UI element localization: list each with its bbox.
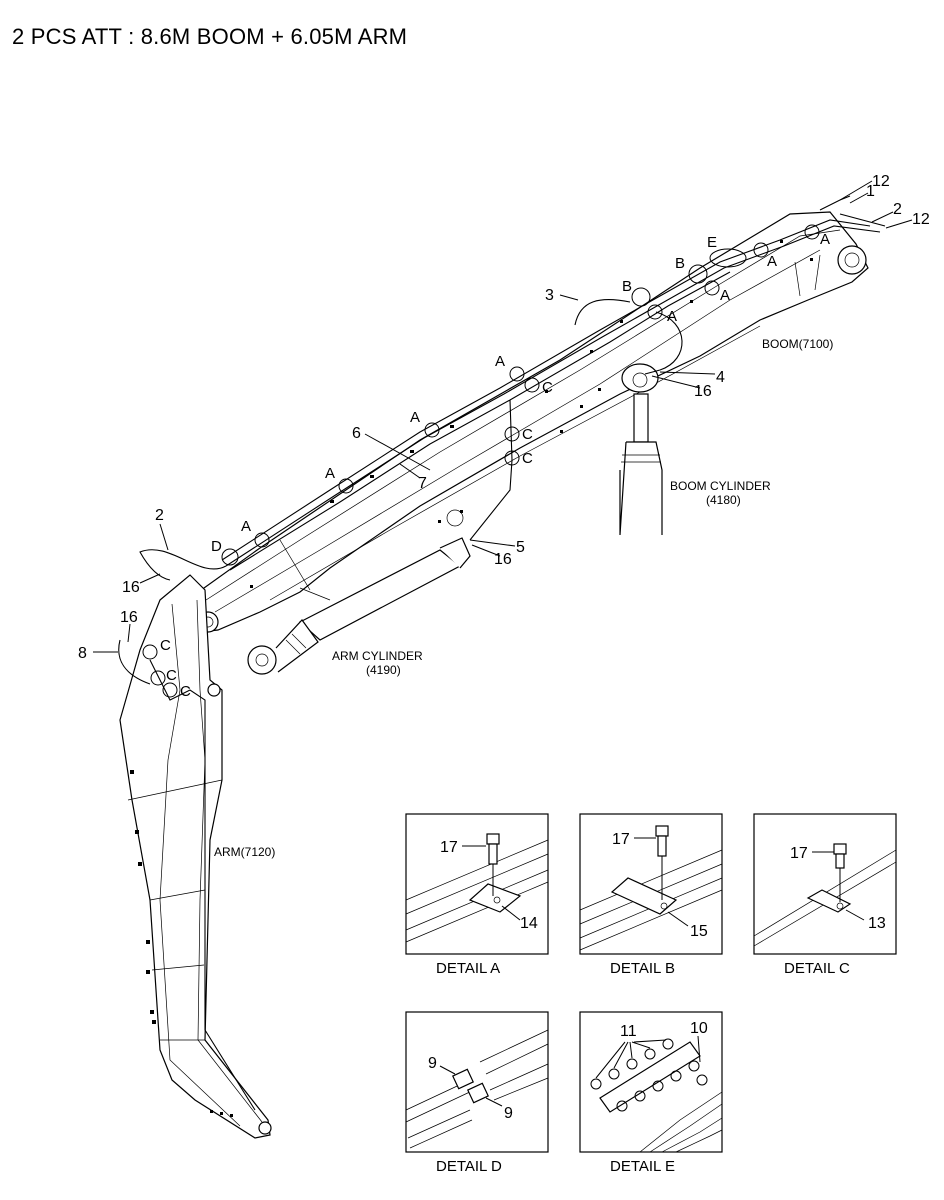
letter-c: C <box>522 450 533 467</box>
arm-cylinder-label-1: ARM CYLINDER <box>332 649 423 663</box>
detail-e-fitting-right: 10 <box>690 1020 708 1037</box>
detail-b: 17 15 DETAIL B <box>579 813 723 977</box>
detail-c-bolt: 17 <box>790 845 808 862</box>
letter-a: A <box>667 308 677 325</box>
detail-b-caption: DETAIL B <box>610 960 675 977</box>
callout-3: 3 <box>545 287 554 304</box>
arm-structure <box>119 574 272 1139</box>
callout-2-top: 2 <box>893 201 902 218</box>
letter-a: A <box>325 465 335 482</box>
callout-7: 7 <box>418 475 427 492</box>
letter-c: C <box>180 683 191 700</box>
detail-d-fitting-top: 9 <box>428 1055 437 1072</box>
boom-label: BOOM(7100) <box>762 337 833 351</box>
detail-c: 17 13 DETAIL C <box>753 813 897 977</box>
detail-a-caption: DETAIL A <box>436 960 500 977</box>
detail-b-clamp: 15 <box>690 923 708 940</box>
detail-c-caption: DETAIL C <box>784 960 850 977</box>
letter-c: C <box>522 426 533 443</box>
callout-5: 5 <box>516 539 525 556</box>
callout-16-cyl: 16 <box>494 551 512 568</box>
callout-2-nose: 2 <box>155 507 164 524</box>
boom-structure <box>189 211 869 633</box>
letter-a: A <box>495 353 505 370</box>
callout-16-boom: 16 <box>694 383 712 400</box>
detail-c-clamp: 13 <box>868 915 886 932</box>
arm-label: ARM(7120) <box>214 845 275 859</box>
letter-a: A <box>767 253 777 270</box>
letter-b: B <box>622 278 632 295</box>
detail-e-caption: DETAIL E <box>610 1158 675 1175</box>
callout-16-arm: 16 <box>120 609 138 626</box>
letter-a: A <box>410 409 420 426</box>
letter-e: E <box>707 234 717 251</box>
boom-cylinder-label-2: (4180) <box>706 493 741 507</box>
callout-1: 1 <box>866 183 875 200</box>
clamp-markers <box>142 224 820 698</box>
arm-cylinder <box>247 537 471 675</box>
clamp-letters: A D A A A C C C B A B A E A A C C C <box>160 231 830 700</box>
leader-lines <box>93 180 913 653</box>
detail-d: 9 9 DETAIL D <box>405 1011 549 1175</box>
pipe-routing <box>118 195 886 1111</box>
detail-e-fitting-left: 11 <box>620 1023 637 1040</box>
letter-a: A <box>820 231 830 248</box>
detail-a: 17 14 DETAIL A <box>405 813 549 977</box>
callout-4: 4 <box>716 369 725 386</box>
letter-c: C <box>542 379 553 396</box>
letter-d: D <box>211 538 222 555</box>
letter-a: A <box>241 518 251 535</box>
detail-a-clamp: 14 <box>520 915 538 932</box>
callout-6: 6 <box>352 425 361 442</box>
callout-8: 8 <box>78 645 87 662</box>
arm-cylinder-label-2: (4190) <box>366 663 401 677</box>
boom-cylinder <box>619 363 663 536</box>
page-title: 2 PCS ATT : 8.6M BOOM + 6.05M ARM <box>12 24 408 49</box>
detail-d-fitting-bottom: 9 <box>504 1105 513 1122</box>
letter-c: C <box>166 667 177 684</box>
detail-d-caption: DETAIL D <box>436 1158 502 1175</box>
callout-12-top: 12 <box>872 173 890 190</box>
letter-c: C <box>160 637 171 654</box>
detail-a-bolt: 17 <box>440 839 458 856</box>
callout-12-right: 12 <box>912 211 930 228</box>
callout-16-nose: 16 <box>122 579 140 596</box>
boom-cylinder-label-1: BOOM CYLINDER <box>670 479 771 493</box>
detail-b-bolt: 17 <box>612 831 630 848</box>
letter-b: B <box>675 255 685 272</box>
detail-e: 11 10 DETAIL E <box>579 1011 723 1175</box>
letter-a: A <box>720 287 730 304</box>
